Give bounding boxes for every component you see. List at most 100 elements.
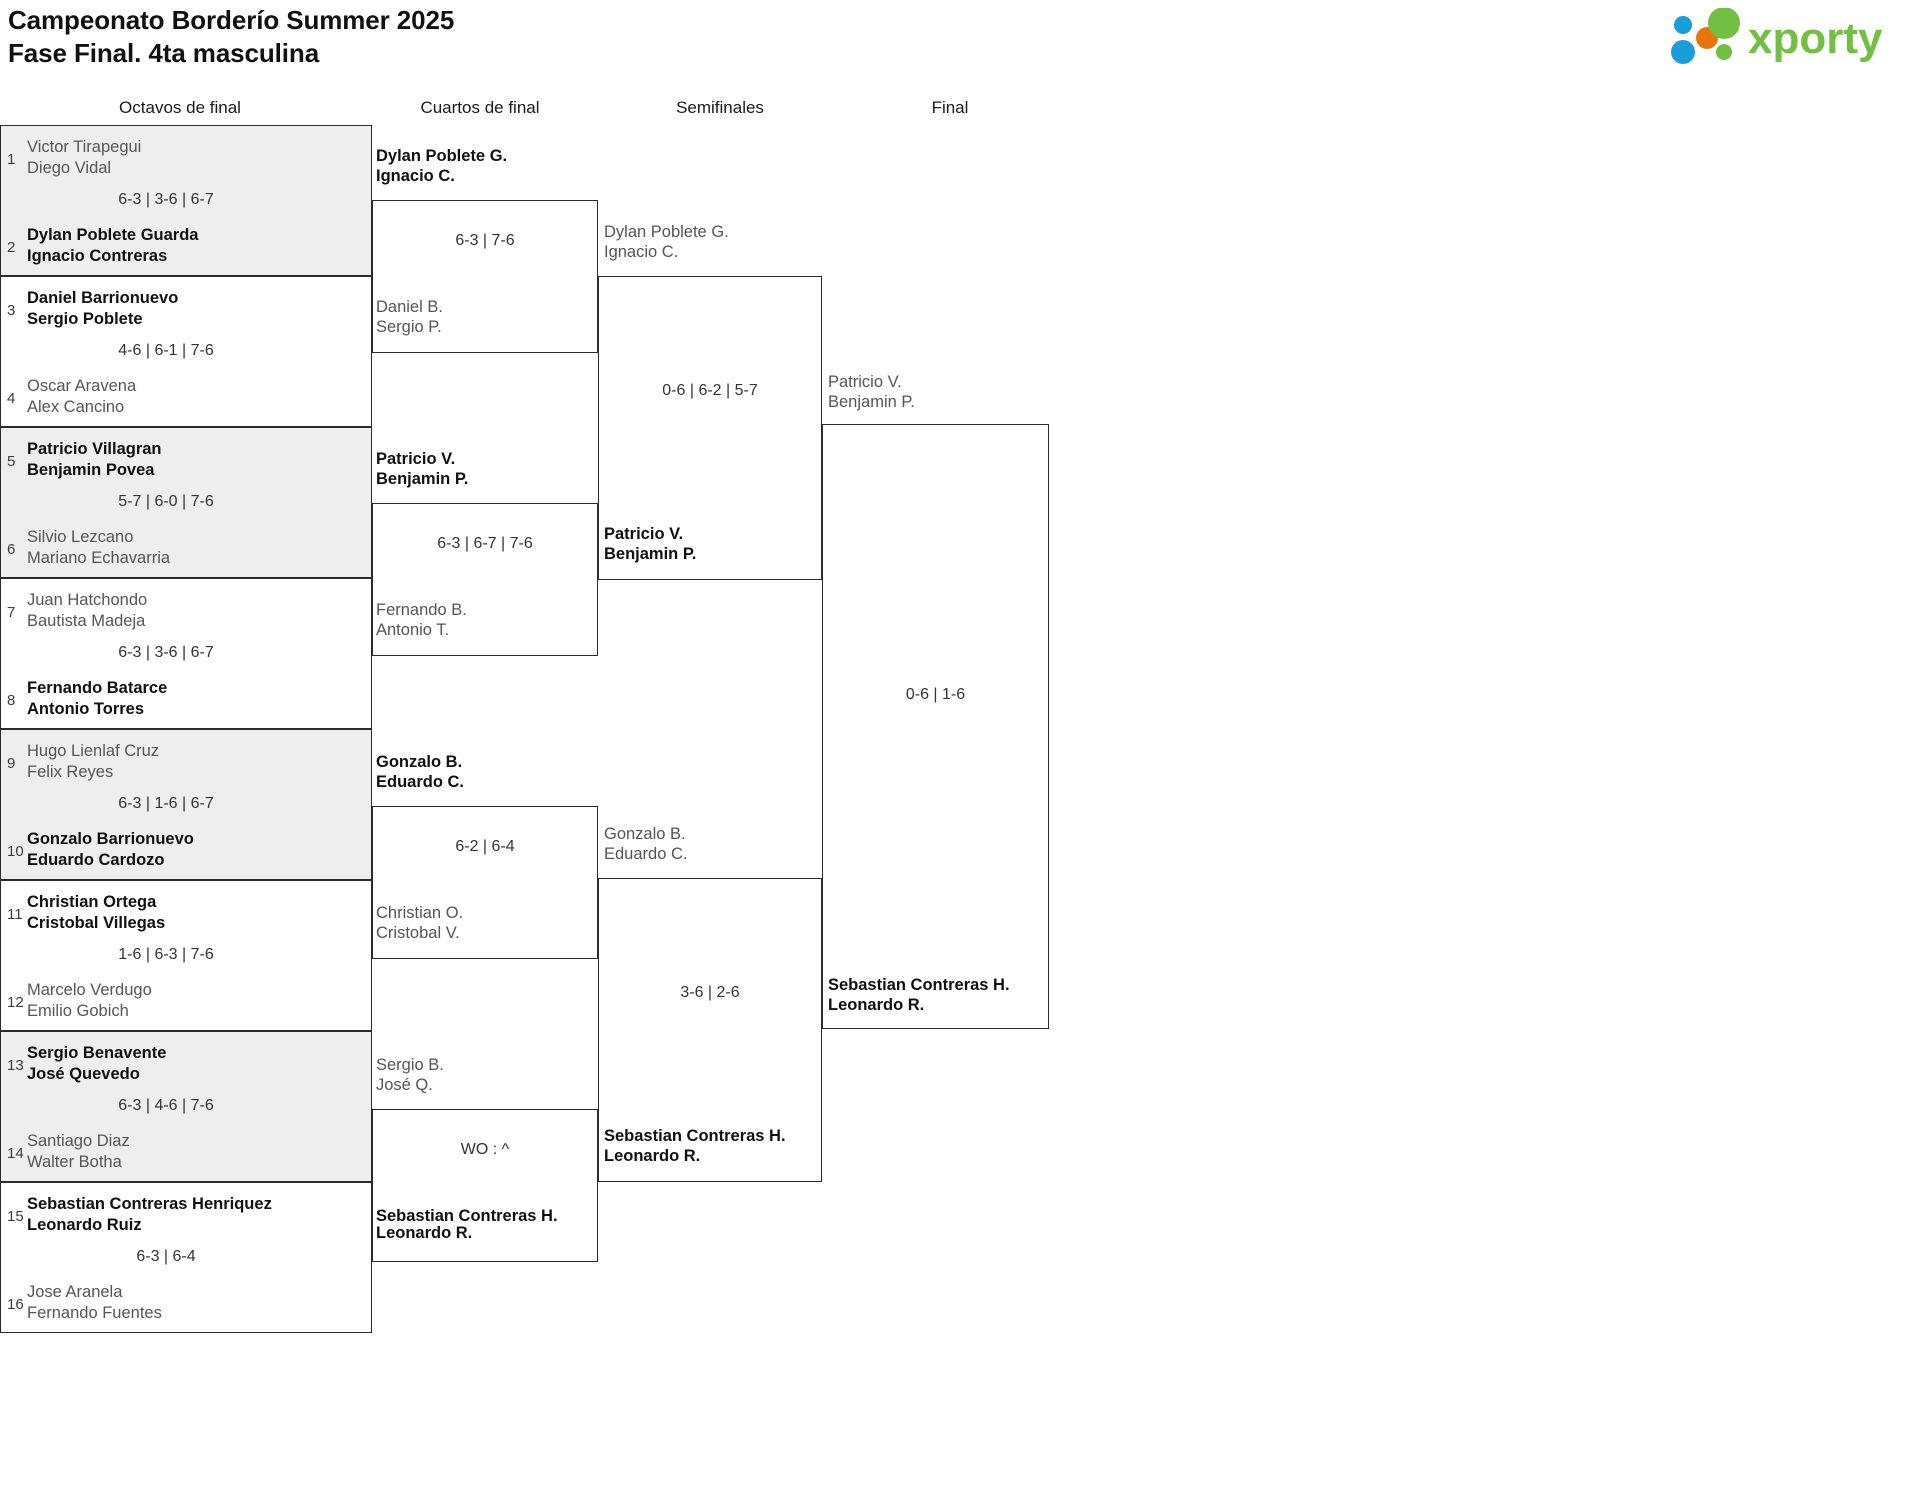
r16-team-3-top-p2: Benjamin Povea bbox=[27, 461, 155, 479]
r16-team-3-bot-p2: Mariano Echavarria bbox=[27, 549, 171, 567]
r16-match-3[interactable]: 5 Patricio Villagran Benjamin Povea 5-7 … bbox=[0, 427, 372, 578]
qf-4-bot-p2: Leonardo R. bbox=[376, 1224, 473, 1242]
round-header-octavos: Octavos de final bbox=[119, 98, 241, 117]
r16-team-2-top-p1: Daniel Barrionuevo bbox=[27, 289, 179, 307]
r16-team-4-top-p2: Bautista Madeja bbox=[27, 612, 146, 630]
logo-dot-green-1 bbox=[1708, 8, 1740, 39]
r16-team-5-top-p2: Felix Reyes bbox=[27, 763, 114, 781]
r16-team-3-top-p1: Patricio Villagran bbox=[27, 440, 162, 458]
r16-team-1-top-p1: Victor Tirapegui bbox=[27, 138, 142, 156]
qf-1-top-p1: Dylan Poblete G. bbox=[376, 147, 508, 165]
r16-seed-8-top: 15 bbox=[7, 1208, 24, 1225]
sf-2-bot-p2: Leonardo R. bbox=[604, 1147, 701, 1165]
logo-dot-green-2 bbox=[1716, 44, 1732, 60]
sf-1-bot-p1: Patricio V. bbox=[604, 525, 684, 543]
r16-score-8: 6-3 | 6-4 bbox=[136, 1248, 196, 1265]
r16-seed-5-top: 9 bbox=[7, 755, 16, 772]
qf-connector-2[interactable] bbox=[372, 503, 598, 656]
qf-connector-3[interactable] bbox=[372, 806, 598, 959]
round-header-semifinales: Semifinales bbox=[676, 98, 764, 117]
sf-score-2: 3-6 | 2-6 bbox=[680, 984, 740, 1001]
r16-team-2-top-p2: Sergio Poblete bbox=[27, 310, 143, 328]
r16-team-7-top-p2: José Quevedo bbox=[27, 1065, 140, 1083]
r16-seed-1-bot: 2 bbox=[7, 239, 16, 256]
round-header-final: Final bbox=[931, 98, 969, 117]
qf-2-bot-p1: Fernando B. bbox=[376, 601, 467, 619]
sf-2-top-p2: Eduardo C. bbox=[604, 845, 688, 863]
logo-dot-blue-2 bbox=[1671, 40, 1695, 64]
page-title: Campeonato Borderío Summer 2025 Fase Fin… bbox=[8, 4, 1108, 71]
final-score: 0-6 | 1-6 bbox=[905, 686, 966, 703]
r16-seed-1-top: 1 bbox=[7, 151, 16, 168]
qf-4-bot-p1: Sebastian Contreras H. bbox=[376, 1207, 558, 1225]
r16-team-8-bot-p1: Jose Aranela bbox=[27, 1283, 123, 1301]
r16-seed-7-top: 13 bbox=[7, 1057, 24, 1074]
r16-match-6[interactable]: 11 Christian Ortega Cristobal Villegas 1… bbox=[0, 880, 372, 1031]
r16-score-7: 6-3 | 4-6 | 7-6 bbox=[118, 1097, 214, 1114]
qf-3-top-p2: Eduardo C. bbox=[376, 773, 465, 791]
r16-match-1[interactable]: 1 Victor Tirapegui Diego Vidal 6-3 | 3-6… bbox=[0, 125, 372, 276]
r16-seed-7-bot: 14 bbox=[7, 1145, 24, 1162]
r16-team-8-top-p2: Leonardo Ruiz bbox=[27, 1216, 142, 1234]
r16-team-6-top-p2: Cristobal Villegas bbox=[27, 914, 166, 932]
r16-team-7-bot-p2: Walter Botha bbox=[27, 1153, 122, 1171]
r16-score-1: 6-3 | 3-6 | 6-7 bbox=[118, 191, 214, 208]
final-connector[interactable] bbox=[822, 424, 1049, 1029]
r16-score-6: 1-6 | 6-3 | 7-6 bbox=[118, 946, 214, 963]
title-line-2: Fase Final. 4ta masculina bbox=[8, 38, 320, 69]
r16-team-1-top-p2: Diego Vidal bbox=[27, 159, 112, 177]
r16-team-2-bot-p2: Alex Cancino bbox=[27, 398, 125, 416]
r16-score-5: 6-3 | 1-6 | 6-7 bbox=[118, 795, 214, 812]
sf-2-bot-p1: Sebastian Contreras H. bbox=[604, 1127, 786, 1145]
qf-connector-4[interactable] bbox=[372, 1109, 598, 1262]
sf-1-bot-p2: Benjamin P. bbox=[604, 545, 697, 563]
r16-seed-3-bot: 6 bbox=[7, 541, 16, 558]
qf-3-top-p1: Gonzalo B. bbox=[376, 753, 463, 771]
qf-3-bot-p1: Christian O. bbox=[376, 904, 464, 922]
r16-match-8[interactable]: 15 Sebastian Contreras Henriquez Leonard… bbox=[0, 1182, 372, 1333]
round-header-cuartos: Cuartos de final bbox=[420, 98, 540, 117]
qf-score-1: 6-3 | 7-6 bbox=[455, 232, 515, 249]
r16-seed-5-bot: 10 bbox=[7, 843, 24, 860]
xporty-logo[interactable]: xporty bbox=[1662, 8, 1902, 66]
r16-team-7-top-p1: Sergio Benavente bbox=[27, 1044, 167, 1062]
r16-team-5-bot-p1: Gonzalo Barrionuevo bbox=[27, 830, 194, 848]
sf-connector-1[interactable] bbox=[598, 276, 822, 580]
r16-score-2: 4-6 | 6-1 | 7-6 bbox=[118, 342, 214, 359]
r16-seed-2-bot: 4 bbox=[7, 390, 16, 407]
qf-1-bot-p2: Sergio P. bbox=[376, 318, 442, 336]
sf-connector-2[interactable] bbox=[598, 878, 822, 1182]
r16-team-7-bot-p1: Santiago Diaz bbox=[27, 1132, 130, 1150]
qf-1-top-p2: Ignacio C. bbox=[376, 167, 455, 185]
qf-3-bot-p2: Cristobal V. bbox=[376, 924, 460, 942]
r16-team-4-bot-p1: Fernando Batarce bbox=[27, 679, 168, 697]
r16-team-4-bot-p2: Antonio Torres bbox=[27, 700, 145, 718]
r16-match-2[interactable]: 3 Daniel Barrionuevo Sergio Poblete 4-6 … bbox=[0, 276, 372, 427]
sf-2-top-p1: Gonzalo B. bbox=[604, 825, 686, 843]
r16-team-1-bot-p2: Ignacio Contreras bbox=[27, 247, 168, 265]
r16-score-4: 6-3 | 3-6 | 6-7 bbox=[118, 644, 214, 661]
r16-match-5[interactable]: 9 Hugo Lienlaf Cruz Felix Reyes 6-3 | 1-… bbox=[0, 729, 372, 880]
qf-score-4: WO : ^ bbox=[460, 1141, 510, 1158]
logo-dot-blue-1 bbox=[1674, 16, 1692, 34]
final-bot-p1: Sebastian Contreras H. bbox=[828, 976, 1010, 994]
qf-connector-1[interactable] bbox=[372, 200, 598, 353]
r16-seed-8-bot: 16 bbox=[7, 1296, 24, 1313]
r16-match-7[interactable]: 13 Sergio Benavente José Quevedo 6-3 | 4… bbox=[0, 1031, 372, 1182]
qf-score-3: 6-2 | 6-4 bbox=[455, 838, 515, 855]
qf-1-bot-p1: Daniel B. bbox=[376, 298, 443, 316]
r16-team-3-bot-p1: Silvio Lezcano bbox=[27, 528, 134, 546]
r16-team-1-bot-p1: Dylan Poblete Guarda bbox=[27, 226, 199, 244]
logo-wordmark: xporty bbox=[1748, 14, 1883, 63]
r16-team-2-bot-p1: Oscar Aravena bbox=[27, 377, 137, 395]
sf-score-1: 0-6 | 6-2 | 5-7 bbox=[662, 382, 758, 399]
final-top-p2: Benjamin P. bbox=[828, 393, 915, 411]
r16-match-4[interactable]: 7 Juan Hatchondo Bautista Madeja 6-3 | 3… bbox=[0, 578, 372, 729]
title-line-1: Campeonato Borderío Summer 2025 bbox=[8, 5, 455, 35]
r16-team-8-bot-p2: Fernando Fuentes bbox=[27, 1304, 162, 1322]
r16-seed-4-top: 7 bbox=[7, 604, 16, 621]
r16-team-6-bot-p2: Emilio Gobich bbox=[27, 1002, 129, 1020]
r16-score-3: 5-7 | 6-0 | 7-6 bbox=[118, 493, 214, 510]
qf-2-bot-p2: Antonio T. bbox=[376, 621, 450, 639]
